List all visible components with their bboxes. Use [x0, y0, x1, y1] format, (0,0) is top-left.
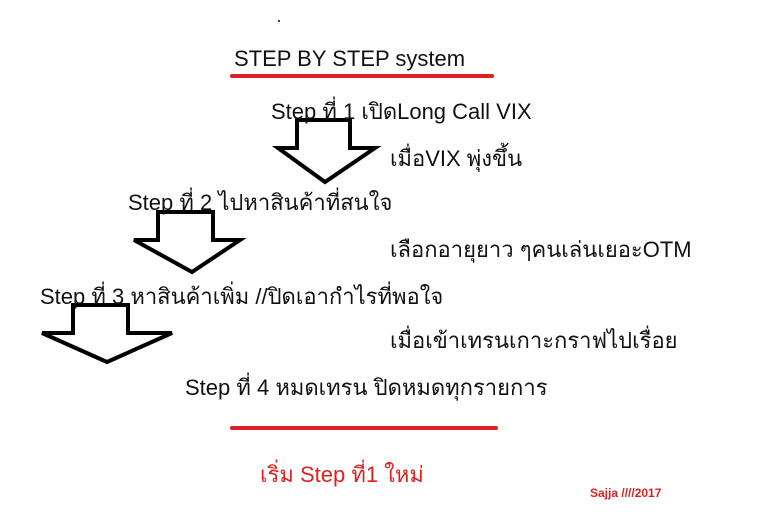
down-arrow-3 [41, 303, 173, 365]
step-2-label: Step ที่ 2 ไปหาสินค้าที่สนใจ [128, 190, 393, 215]
step-1-note: เมื่อVIX พุ่งขึ้น [390, 146, 523, 171]
step-4-label: Step ที่ 4 หมดเทรน ปิดหมดทุกรายการ [185, 375, 548, 400]
down-arrow-2 [133, 210, 247, 275]
stray-dot [278, 20, 280, 22]
diagram-title: STEP BY STEP system [234, 46, 466, 71]
step-1-label: Step ที่ 1 เปิดLong Call VIX [271, 99, 532, 124]
step-3-note: เมื่อเข้าเทรนเกาะกราฟไปเรื่อย [390, 328, 678, 353]
step-3-label: Step ที่ 3 หาสินค้าเพิ่ม //ปิดเอากำไรที่… [40, 284, 444, 309]
author-signature: Sajja ////2017 [590, 486, 662, 500]
step-2-note: เลือกอายุยาว ๆคนเล่นเยอะOTM [390, 237, 692, 262]
restart-label: เริ่ม Step ที่1 ใหม่ [260, 462, 424, 487]
down-arrow-1 [271, 118, 382, 185]
